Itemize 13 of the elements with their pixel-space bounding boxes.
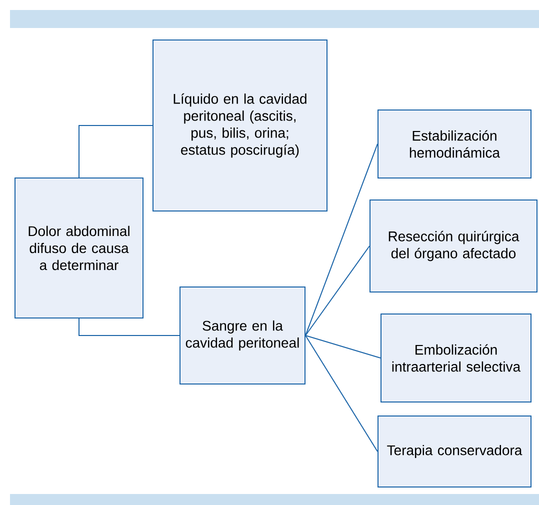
process-box: Líquido en la cavidad peritoneal (ascitis, pus, bilis, orina; estatus poscirugía): [152, 40, 328, 212]
process-box: Estabilización hemodinámica: [378, 110, 532, 178]
process-box: Sangre en la cavidad peritoneal: [180, 286, 306, 384]
process-box: Embolización intraarterial selectiva: [380, 313, 532, 402]
connector-line: [305, 334, 381, 358]
process-box: Resección quirúrgica del órgano afectado: [370, 200, 538, 292]
process-box: Dolor abdominal difuso de causa a determinar: [14, 178, 144, 318]
connector-line: [78, 318, 180, 336]
connector-line: [305, 334, 378, 452]
connector-line: [78, 125, 153, 178]
connector-line: [305, 245, 370, 336]
connector-line: [305, 144, 378, 336]
process-box: Terapia conservadora: [378, 415, 532, 488]
